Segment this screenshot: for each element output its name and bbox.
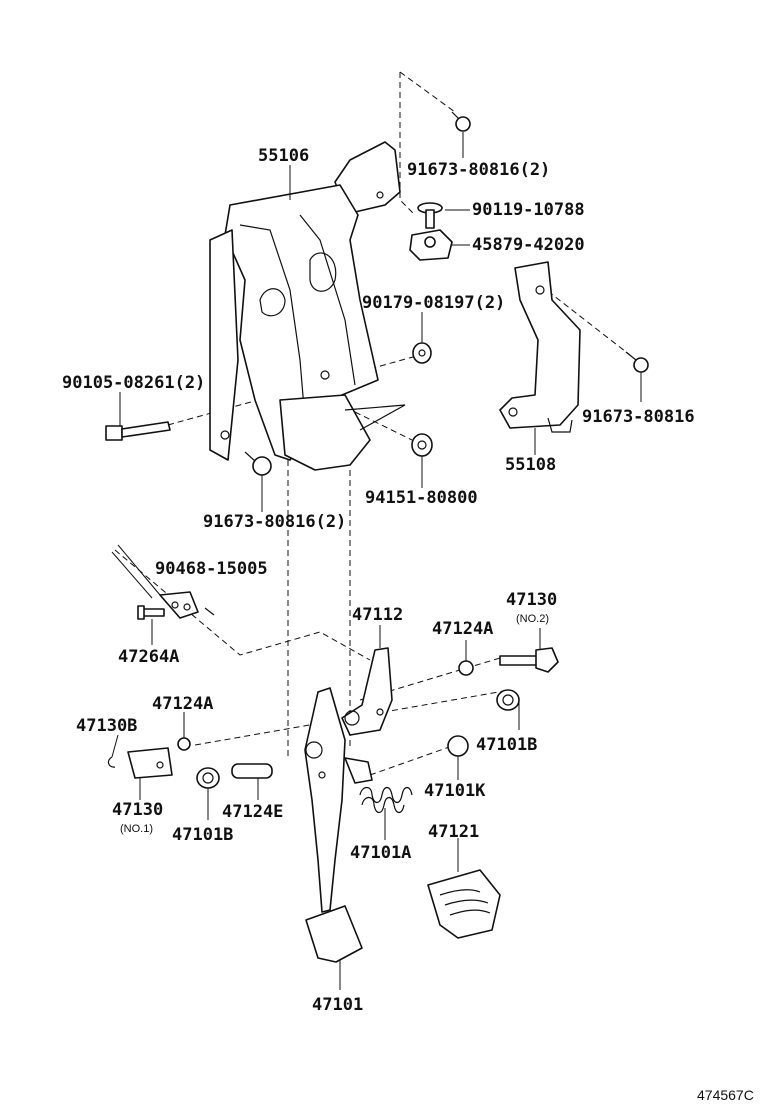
bolt-90105-08261 [105,421,171,441]
bushing-47101B-left [196,767,220,789]
pin-47264A [137,605,165,620]
pedal-arm-47101 [304,687,373,963]
bushing-47101B-right [496,689,520,711]
bushing-47124A-right [458,660,474,676]
label-94151-80800: 94151-80800 [365,488,478,508]
label-47124E: 47124E [222,802,283,822]
label-91673-80816-right: 91673-80816 [582,407,695,427]
label-47124A-left: 47124A [152,694,213,714]
clip-90468-15005 [111,544,215,619]
link-47112 [341,647,393,736]
label-47130B: 47130B [76,716,137,736]
label-91673-80816-2-bottom: 91673-80816(2) [203,512,346,532]
bolt-91673-80816-bottom [244,451,272,476]
pedal-pad-47121 [427,869,501,939]
label-47121: 47121 [428,822,479,842]
label-90119-10788: 90119-10788 [472,200,585,220]
bracket-55108 [499,261,581,433]
label-47130-no2-sub: (NO.2) [516,613,549,625]
clip-47130B [107,756,116,768]
label-55108: 55108 [505,455,556,475]
bolt-91673-80816-right [625,351,649,373]
label-47101B-left: 47101B [172,825,233,845]
label-47101K: 47101K [424,781,486,801]
label-45879-42020: 45879-42020 [472,235,585,255]
label-47130-no2: 47130 [506,590,557,610]
label-47101A: 47101A [350,843,411,863]
leader-lines [111,132,642,990]
label-47101: 47101 [312,995,363,1015]
label-47130-no1: 47130 [112,800,163,820]
bolt-47130-no2 [499,647,559,673]
bolt-90119-10788 [417,202,443,229]
label-90179-08197-2: 90179-08197(2) [362,293,505,313]
bracket-55106 [209,141,406,471]
label-47124A-right: 47124A [432,619,493,639]
clip-nut-45879-42020 [409,229,453,261]
label-90468-15005: 90468-15005 [155,559,268,579]
label-47264A: 47264A [118,647,179,667]
cushion-47101K [447,735,469,757]
bolt-91673-80816-top [451,111,471,132]
label-47130-no1-sub: (NO.1) [120,823,153,835]
label-47112: 47112 [352,605,403,625]
nut-94151-80800 [411,433,433,457]
bushing-47124A-left [177,737,191,751]
collar-47124E [231,763,273,779]
label-47101B-right: 47101B [476,735,537,755]
label-90105-08261-2: 90105-08261(2) [62,373,205,393]
part-labels: 55106 91673-80816(2) 90119-10788 45879-4… [62,146,695,1015]
nut-90179-08197 [412,342,432,364]
plate-47130-no1 [127,747,173,779]
label-55106: 55106 [258,146,309,166]
spring-47101A [359,786,413,814]
label-91673-80816-2-top: 91673-80816(2) [407,160,550,180]
diagram-code: 474567C [697,1087,754,1103]
